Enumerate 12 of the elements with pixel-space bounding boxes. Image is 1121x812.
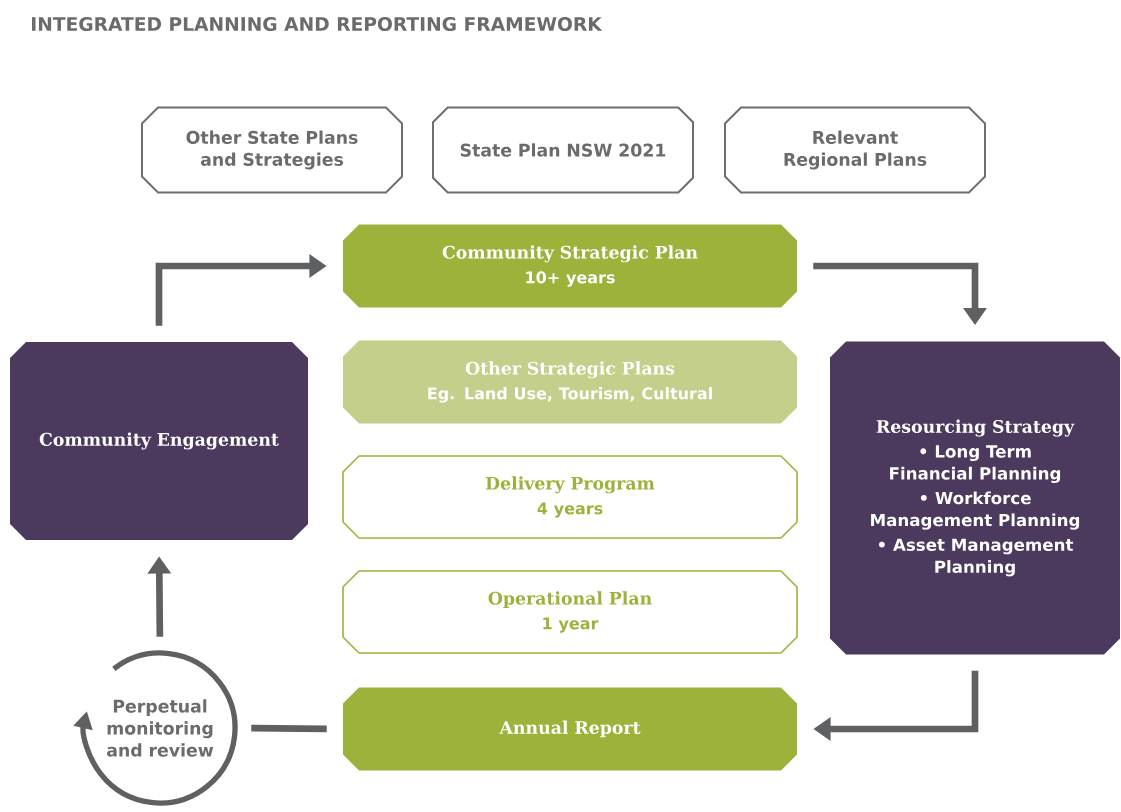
- plan-box: Delivery Program 4 years: [342, 455, 798, 539]
- title: INTEGRATED PLANNING AND REPORTING FRAMEWORK: [32, 16, 603, 32]
- plan-box: Operational Plan 1 year: [342, 570, 798, 654]
- process-box: Resourcing Strategy • Long Term Financial Planning • Workforce Management Planning • Asset Management Planning: [830, 341, 1120, 655]
- plan-box: Community Strategic Plan 10+ years: [343, 224, 797, 308]
- process-box: Community Engagement: [10, 342, 308, 540]
- plan-box: Annual Report: [343, 687, 797, 771]
- plan-box: Other State Plans and Strategies: [141, 106, 403, 194]
- plan-box: Relevant Regional Plans: [724, 106, 986, 194]
- node-label: Perpetual monitoring and review: [106, 699, 214, 757]
- plan-box: State Plan NSW 2021: [432, 106, 694, 194]
- plan-box: Other Strategic Plans Eg. Land Use, Tourism, Cultural: [343, 340, 797, 424]
